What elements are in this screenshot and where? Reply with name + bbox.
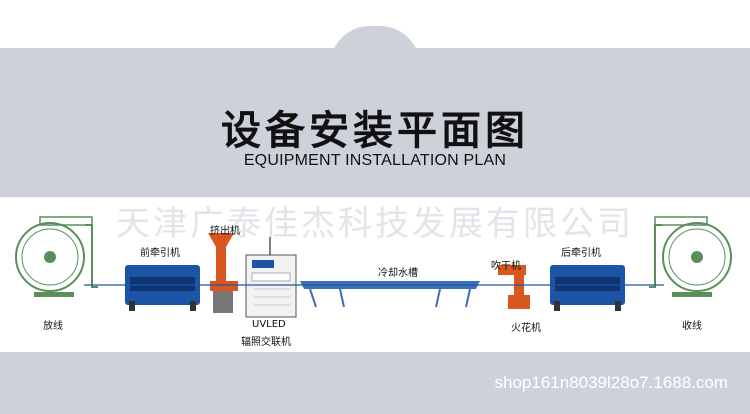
label-blower: 吹干机: [491, 261, 521, 272]
extruder-icon: [208, 233, 238, 313]
watermark-text: 天津广泰佳杰科技发展有限公司: [116, 204, 634, 244]
blower-icon: [498, 265, 526, 275]
spark-tester-icon: [508, 275, 530, 309]
label-rear-capstan: 后牵引机: [561, 248, 601, 259]
label-payoff: 放线: [43, 321, 63, 332]
equipment-layout: [15, 216, 732, 318]
label-front-capstan: 前牵引机: [140, 248, 180, 259]
uvled-cabinet-icon: [245, 237, 297, 318]
label-spark-tester: 火花机: [511, 323, 541, 334]
rear-capstan-icon: [550, 265, 625, 311]
front-capstan-icon: [125, 265, 200, 311]
payoff-reel-icon: [15, 216, 98, 297]
shop-url: shop161n8039l28o7.1688.com: [494, 373, 728, 392]
page-subtitle: EQUIPMENT INSTALLATION PLAN: [243, 152, 507, 169]
label-extruder: 挤出机: [210, 226, 240, 237]
takeup-reel-icon: [649, 216, 732, 297]
label-uvled-name: 辐照交联机: [241, 337, 291, 348]
page-title: 设备安装平面图: [221, 108, 529, 154]
label-takeup: 收线: [682, 321, 702, 332]
label-uvled: UVLED: [252, 319, 286, 330]
label-cooling-trough: 冷却水槽: [378, 268, 418, 279]
